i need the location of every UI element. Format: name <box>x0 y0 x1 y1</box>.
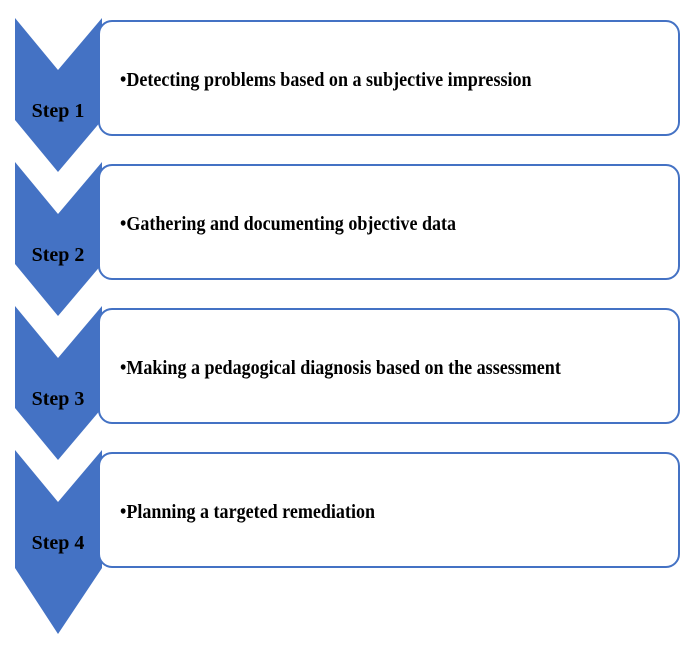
step-1-label: Step 1 <box>31 100 85 122</box>
step-2-chevron <box>15 162 102 316</box>
step-2-card <box>98 164 680 280</box>
step-2-description: •Gathering and documenting objective dat… <box>120 213 457 235</box>
step-4-card <box>98 452 680 568</box>
step-4-label: Step 4 <box>31 532 85 554</box>
step-1-chevron <box>15 18 102 172</box>
step-4-description: •Planning a targeted remediation <box>120 501 376 523</box>
step-1-description: •Detecting problems based on a subjectiv… <box>120 69 532 91</box>
step-3-chevron <box>15 306 102 460</box>
step-2-label: Step 2 <box>31 244 85 266</box>
step-4-chevron <box>15 450 102 634</box>
step-3-card <box>98 308 680 424</box>
step-1-card <box>98 20 680 136</box>
step-3-label: Step 3 <box>31 388 85 410</box>
step-3-description: •Making a pedagogical diagnosis based on… <box>120 357 561 379</box>
